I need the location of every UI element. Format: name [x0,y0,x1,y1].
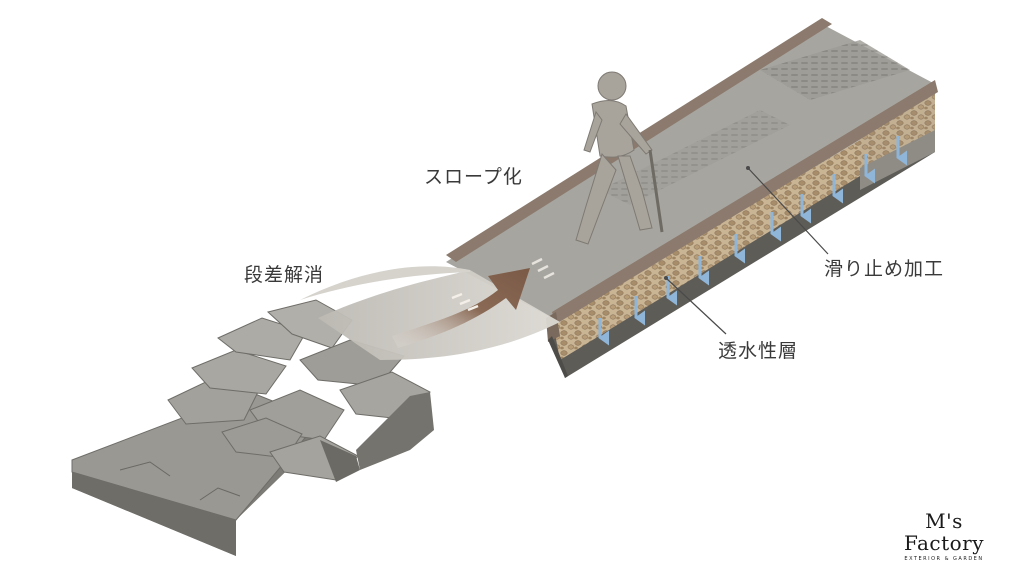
water-drain-arrows [598,136,907,346]
label-slope: スロープ化 [424,166,523,188]
label-anti-slip: 滑り止め加工 [824,258,945,280]
chevron-icon [451,292,479,312]
brand-logo: M's Factory EXTERIOR & GARDEN [884,510,1004,562]
label-permeable-layer: 透水性層 [718,340,799,362]
broken-step-slab [71,299,434,556]
logo-name: M's Factory [903,509,985,555]
leader-permeable [665,277,727,335]
elderly-person-icon [575,71,664,245]
slope-direction-arrow [392,257,555,348]
permeable-gravel-layer [552,93,935,360]
ramp-front-curb [552,80,938,324]
chevron-icon-2 [531,257,555,280]
tactile-paving [760,40,910,100]
ramp [446,18,938,378]
label-step-removal: 段差解消 [244,264,325,286]
logo-tagline: EXTERIOR & GARDEN [904,556,984,562]
leader-anti-slip [747,167,829,255]
